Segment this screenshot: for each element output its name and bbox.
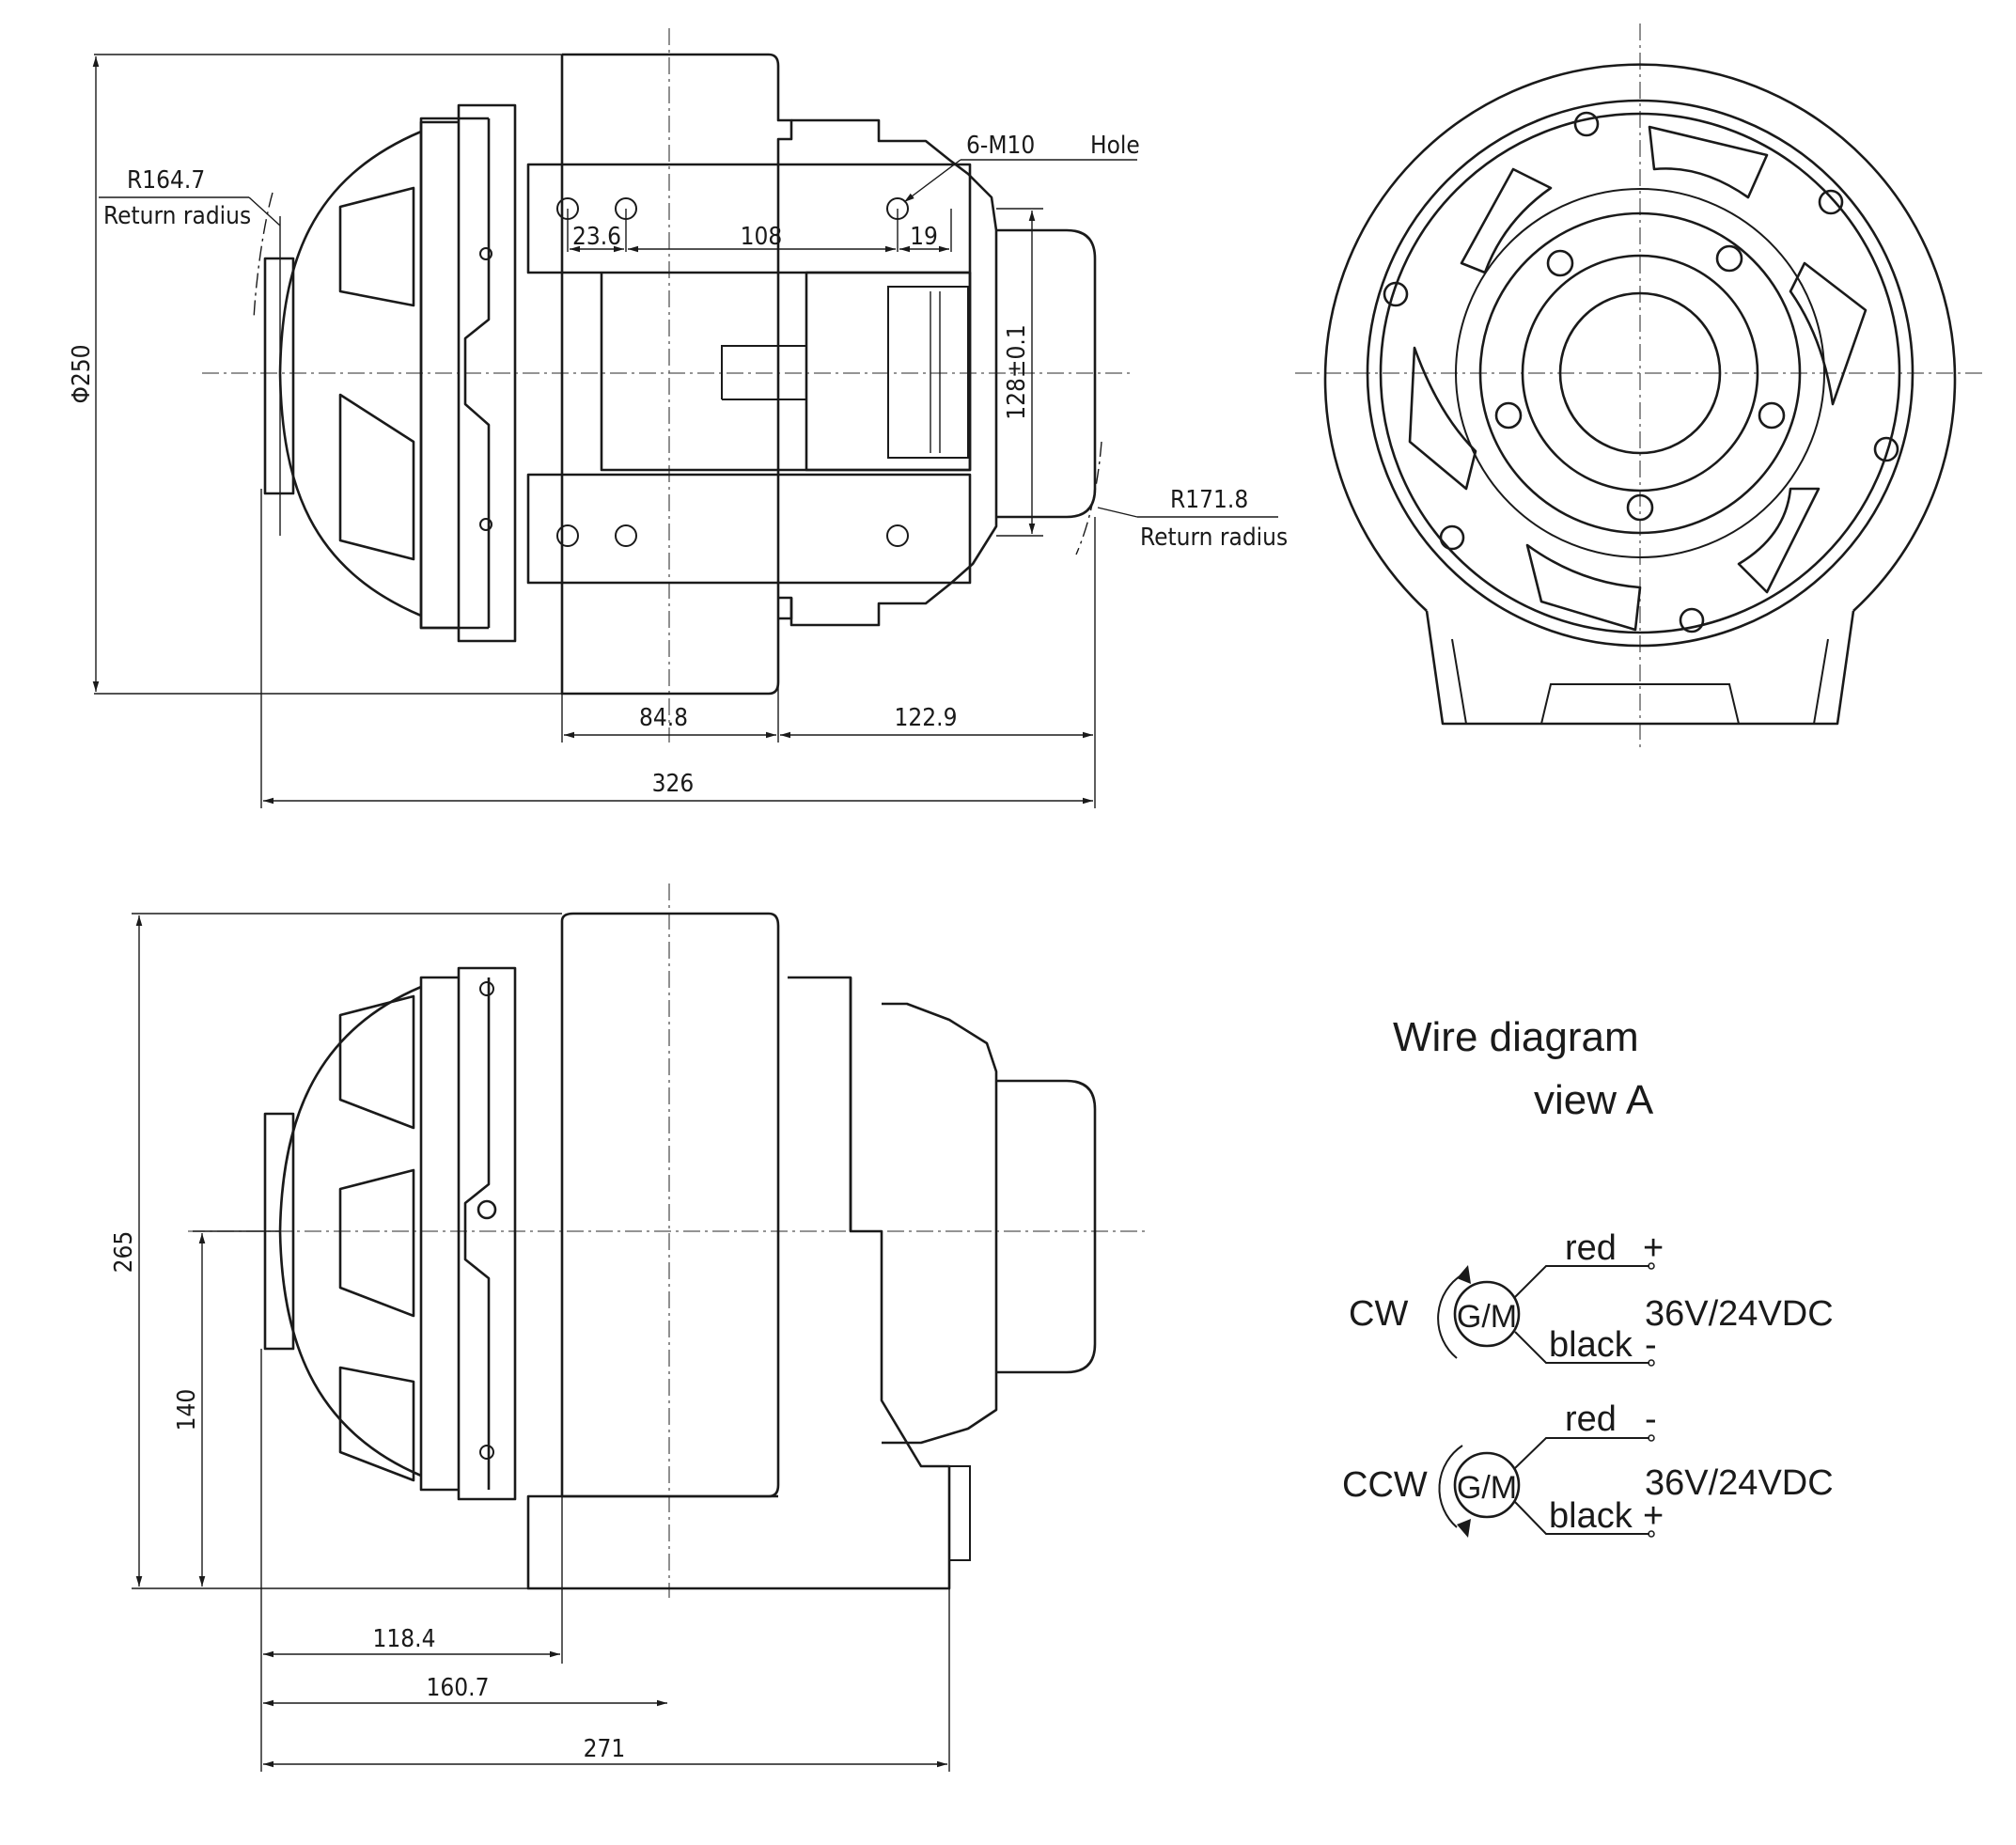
end-view-flange-outer xyxy=(1366,99,1914,648)
top-view-upper-bracket xyxy=(526,163,972,274)
ccw-sign-plus: + xyxy=(1643,1496,1664,1536)
ccw-sign-minus: - xyxy=(1645,1399,1657,1439)
side-view-end-cap xyxy=(996,1079,1097,1374)
end-view-bore xyxy=(1558,291,1722,455)
ccw-motor-symbol xyxy=(1453,1451,1521,1519)
cw-sign-minus: - xyxy=(1645,1325,1657,1365)
dim-84-8: 84.8 xyxy=(639,704,688,732)
cw-wire-black: black xyxy=(1549,1325,1633,1365)
top-view: Φ250 23.6 108 19 6-M10 Hole 128±0.1 R164… xyxy=(68,28,1288,808)
side-view-fin-window-mid xyxy=(338,1168,415,1318)
side-view-gear-housing xyxy=(882,1002,998,1445)
dim-160-7: 160.7 xyxy=(427,1674,490,1702)
dim-23-6: 23.6 xyxy=(572,223,621,251)
left-radius-note: Return radius xyxy=(103,202,251,230)
end-view-hub xyxy=(1521,254,1759,493)
dim-118-4: 118.4 xyxy=(373,1625,436,1653)
top-view-terminal-block xyxy=(887,286,969,459)
end-view-a xyxy=(1295,23,1985,752)
cw-voltage: 36V/24VDC xyxy=(1645,1294,1834,1334)
end-view-inner-screws xyxy=(1494,244,1786,522)
top-view-end-cap xyxy=(996,228,1097,519)
wire-cw: CW G/M red + 36V/24VDC black - xyxy=(1349,1228,1834,1367)
dim-122-9: 122.9 xyxy=(895,704,958,732)
top-view-fin-window-lower xyxy=(338,393,415,561)
dim-140: 140 xyxy=(173,1389,201,1431)
hole-callout-note: Hole xyxy=(1090,132,1140,160)
right-radius-value: R171.8 xyxy=(1170,486,1248,514)
end-view-vents xyxy=(1408,125,1868,632)
side-view: 265 140 118.4 160.7 271 xyxy=(110,883,1147,1772)
dim-128: 128±0.1 xyxy=(1003,324,1031,419)
dim-19: 19 xyxy=(910,223,938,251)
dim-diameter: Φ250 xyxy=(68,344,96,403)
top-view-fin-window-upper xyxy=(338,186,415,307)
dim-108: 108 xyxy=(741,223,783,251)
cw-rotation-arrow xyxy=(1457,1265,1471,1284)
hole-callout-spec: 6-M10 xyxy=(966,132,1035,160)
cw-motor-symbol xyxy=(1453,1280,1521,1348)
side-view-fin-window-upper xyxy=(338,994,415,1130)
top-view-brake-cap xyxy=(263,257,295,495)
dim-271: 271 xyxy=(584,1735,626,1763)
side-view-drive-tire xyxy=(560,912,780,1498)
side-view-bracket xyxy=(526,976,951,1590)
cw-motor-label: G/M xyxy=(1457,1299,1517,1335)
top-view-bracket-block xyxy=(805,271,972,472)
dim-326: 326 xyxy=(652,770,695,798)
wire-diagram-title: Wire diagram xyxy=(1393,1014,1639,1060)
end-view-base xyxy=(1425,610,1855,726)
top-view-bracket-body xyxy=(600,273,972,472)
end-view-outer-screws xyxy=(1383,111,1899,633)
ccw-wire-black: black xyxy=(1549,1496,1633,1536)
left-radius-value: R164.7 xyxy=(127,166,205,195)
ccw-voltage: 36V/24VDC xyxy=(1645,1463,1834,1503)
ccw-wire-red: red xyxy=(1565,1399,1617,1439)
top-view-gear-housing xyxy=(789,118,998,627)
cw-label: CW xyxy=(1349,1294,1408,1334)
top-view-lower-bracket xyxy=(526,473,972,585)
cw-sign-plus: + xyxy=(1643,1228,1664,1268)
ccw-label: CCW xyxy=(1342,1465,1428,1505)
wire-diagram: Wire diagram view A CW G/M red + 36V/24V… xyxy=(1342,1014,1834,1538)
top-view-slot xyxy=(721,345,806,400)
ccw-rotation-arrow xyxy=(1457,1519,1471,1538)
right-radius-note: Return radius xyxy=(1140,524,1288,552)
top-view-motor-fins xyxy=(419,117,491,630)
wire-ccw: CCW G/M red - 36V/24VDC black + xyxy=(1342,1399,1834,1538)
wire-diagram-subtitle: view A xyxy=(1534,1077,1654,1123)
side-view-motor-flange xyxy=(457,966,517,1501)
end-view-outer-rim xyxy=(1323,63,1957,612)
top-view-motor-flange xyxy=(457,103,517,643)
dim-265: 265 xyxy=(110,1231,138,1274)
side-view-fin-window-lower xyxy=(338,1366,415,1482)
cw-wire-red: red xyxy=(1565,1228,1617,1268)
ccw-motor-label: G/M xyxy=(1457,1470,1517,1506)
top-view-drive-tire xyxy=(560,53,793,696)
